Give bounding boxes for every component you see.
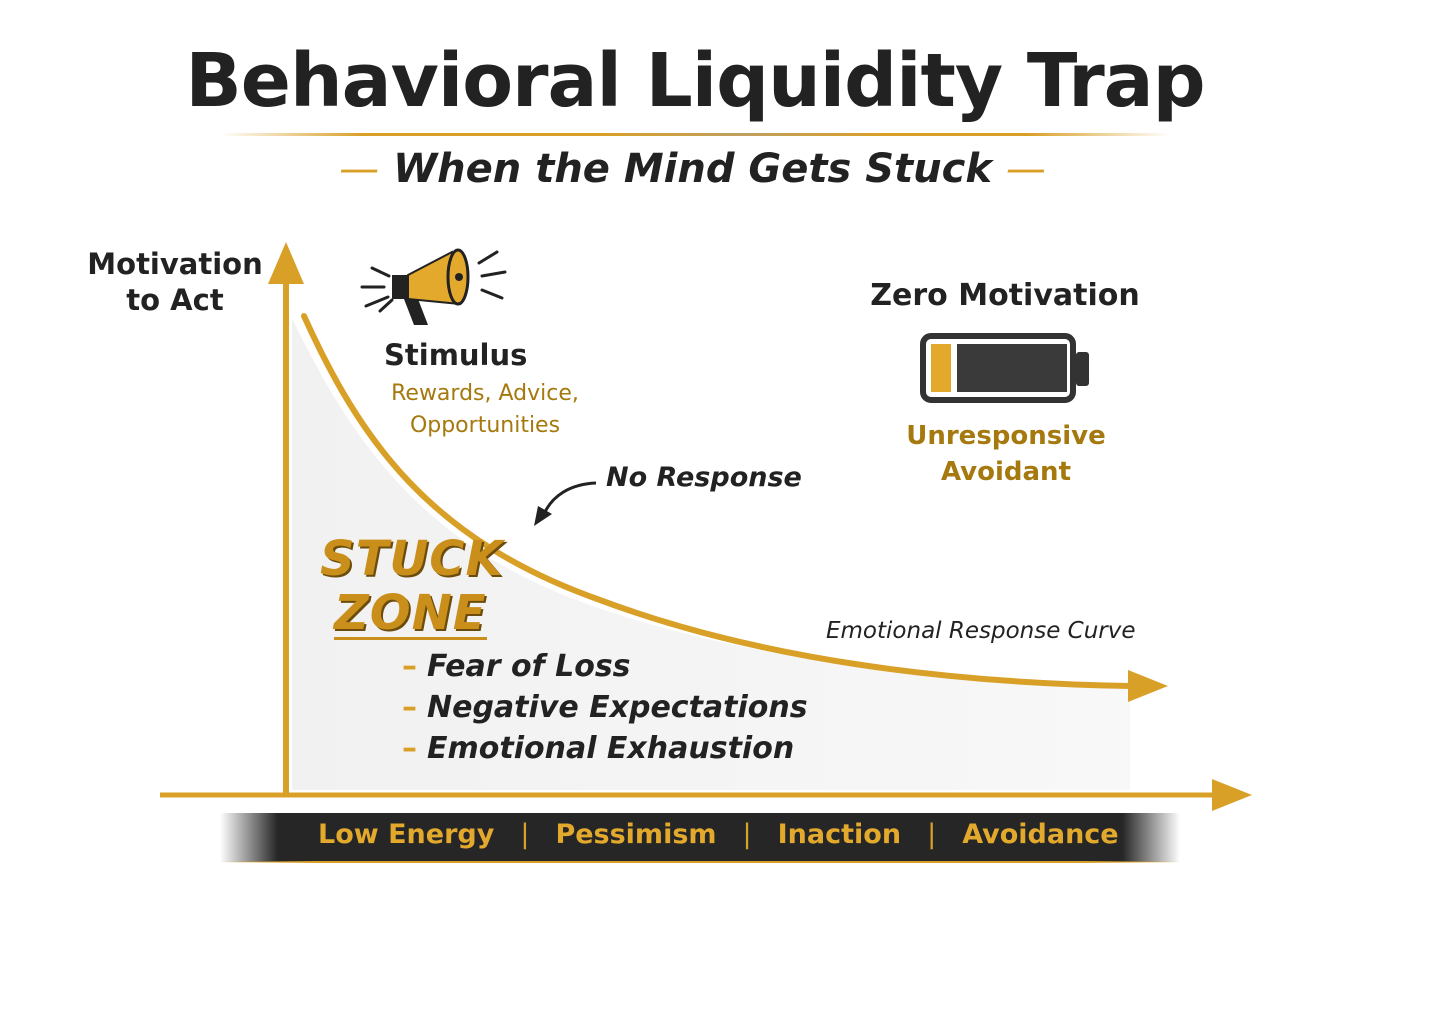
band-item-pessimism: Pessimism xyxy=(555,819,717,850)
stuck-zone-title-line1: STUCK xyxy=(320,531,504,587)
zero-motivation-line2: Avoidant xyxy=(940,457,1071,487)
no-response-label: No Response xyxy=(606,462,802,493)
list-item: –Fear of Loss xyxy=(402,649,631,684)
x-axis-arrowhead xyxy=(1212,779,1252,811)
list-item: –Negative Expectations xyxy=(402,690,808,725)
y-axis-label: Motivation to Act xyxy=(80,246,270,318)
band-item-low-energy: Low Energy xyxy=(318,819,495,850)
band-separator: | xyxy=(520,819,530,850)
no-response-arrow xyxy=(542,481,597,515)
y-axis-label-line2: to Act xyxy=(126,283,224,317)
zero-motivation-description: Unresponsive Avoidant xyxy=(906,418,1106,490)
band-separator: | xyxy=(742,819,752,850)
list-item: –Emotional Exhaustion xyxy=(402,731,795,766)
bottom-band xyxy=(220,813,1180,862)
y-axis-arrowhead xyxy=(268,242,304,284)
title-divider xyxy=(220,133,1170,136)
subtitle-dash-left: — xyxy=(339,146,380,192)
no-response-arrowhead xyxy=(534,506,552,526)
stimulus-description: Rewards, Advice, Opportunities xyxy=(385,378,585,442)
stimulus-line1: Rewards, Advice, xyxy=(391,381,579,406)
band-item-inaction: Inaction xyxy=(777,819,902,850)
emotional-response-curve xyxy=(301,313,1133,689)
stimulus-line2: Opportunities xyxy=(409,413,561,438)
stuck-zone-title-line2: ZONE xyxy=(334,585,487,641)
zero-motivation-line1: Unresponsive xyxy=(906,421,1106,451)
subtitle-text: When the Mind Gets Stuck xyxy=(393,146,992,192)
low-battery-icon xyxy=(920,333,1089,403)
page-title: Behavioral Liquidity Trap xyxy=(185,38,1205,124)
y-axis-label-line1: Motivation xyxy=(87,247,263,281)
page-subtitle: — When the Mind Gets Stuck — xyxy=(0,146,1385,192)
megaphone-icon xyxy=(360,248,507,325)
stuck-zone-title: STUCK ZONE xyxy=(320,532,504,640)
band-item-avoidance: Avoidance xyxy=(962,819,1119,850)
stimulus-title: Stimulus xyxy=(384,338,528,372)
band-separator: | xyxy=(927,819,937,850)
band-items: Low Energy | Pessimism | Inaction | Avoi… xyxy=(318,819,1119,850)
stuck-zone-area xyxy=(292,318,1130,790)
curve-label: Emotional Response Curve xyxy=(826,618,1136,644)
stuck-zone-list: –Fear of Loss –Negative Expectations –Em… xyxy=(402,646,808,769)
subtitle-dash-right: — xyxy=(1005,146,1046,192)
zero-motivation-title: Zero Motivation xyxy=(870,278,1140,313)
bottom-band-underline xyxy=(220,861,1180,863)
curve-arrowhead xyxy=(1128,670,1168,702)
